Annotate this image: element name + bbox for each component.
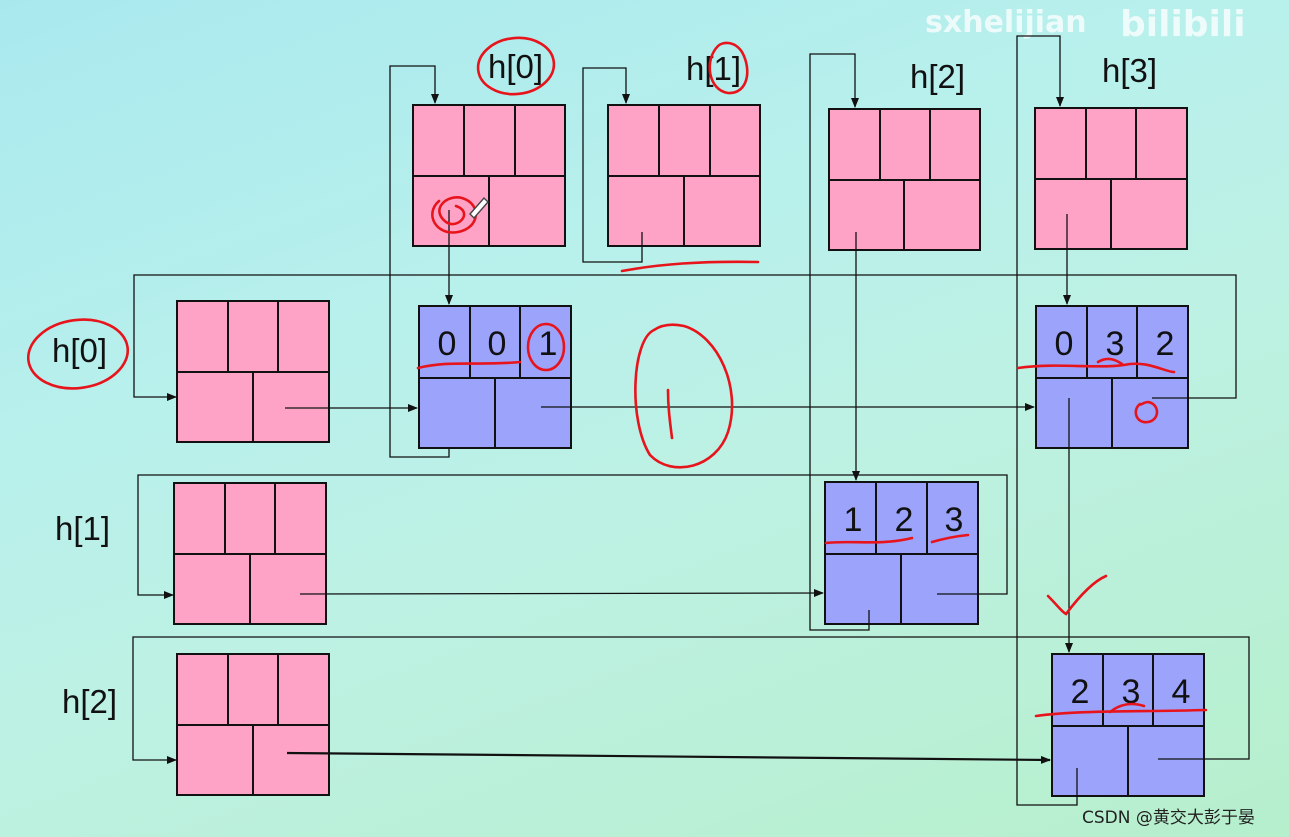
drawn-zero-annotation [1134, 400, 1159, 424]
circle-h1-index-annotation [708, 41, 749, 95]
col-label-h3: h[3] [1102, 52, 1157, 89]
node-col-value: 3 [1106, 325, 1125, 363]
node-col-value: 3 [1122, 673, 1141, 711]
csdn-credit: CSDN @黄交大彭于晏 [1082, 808, 1255, 828]
watermark: sxhelijian bilibili [925, 4, 1246, 45]
column-head-h0 [412, 104, 566, 247]
underline-1-2 [824, 536, 914, 545]
watermark-user: sxhelijian [925, 5, 1087, 40]
data-node-2-3-4: 2 3 4 [1051, 653, 1205, 797]
tick-mark-2-3-4 [1108, 702, 1146, 714]
underline-h1-col [620, 260, 760, 273]
row-label-h1: h[1] [55, 510, 110, 547]
drawn-oval-annotation [634, 323, 734, 469]
column-head-h2 [828, 108, 981, 251]
scribble-pointer-annotation [431, 196, 478, 234]
row-head-h1 [173, 482, 327, 625]
row-head-h0 [176, 300, 330, 443]
circle-h0-col-annotation [476, 36, 556, 96]
tick-mark-3 [1096, 357, 1124, 366]
row-head-h2 [176, 653, 330, 796]
data-node-1-2-3: 1 2 3 [824, 481, 979, 625]
underline-3 [930, 533, 970, 544]
col-label-h2: h[2] [910, 58, 965, 95]
node-col-value: 2 [895, 501, 914, 539]
pen-cursor-icon [469, 196, 489, 220]
node-row-value: 2 [1071, 673, 1090, 711]
col-label-h0: h[0] [488, 48, 543, 85]
drawn-oval-mark [666, 388, 674, 440]
handwritten-annotations [26, 36, 1208, 718]
node-row-value: 0 [438, 325, 457, 363]
data-node-0-3-2: 0 3 2 [1035, 305, 1189, 449]
column-head-h1 [607, 104, 761, 247]
circle-value-1-annotation [526, 322, 566, 372]
node-element-value: 2 [1156, 325, 1175, 363]
links [132, 35, 1250, 806]
data-node-0-0-1: 0 0 1 [418, 305, 572, 449]
column-head-h3 [1034, 107, 1188, 250]
underline-0-3-2 [1016, 362, 1176, 374]
node-element-value: 4 [1172, 673, 1191, 711]
watermark-brand: bilibili [1120, 4, 1246, 45]
row-label-h0: h[0] [52, 332, 107, 369]
node-element-value: 1 [539, 325, 558, 363]
node-row-value: 1 [844, 501, 863, 539]
circle-h0-row-annotation [26, 318, 130, 390]
node-element-value: 3 [945, 501, 964, 539]
underline-0-0-1 [416, 360, 522, 370]
node-col-value: 0 [488, 325, 507, 363]
row-label-h2: h[2] [62, 683, 117, 720]
node-row-value: 0 [1055, 325, 1074, 363]
check-mark-annotation [1046, 574, 1108, 616]
